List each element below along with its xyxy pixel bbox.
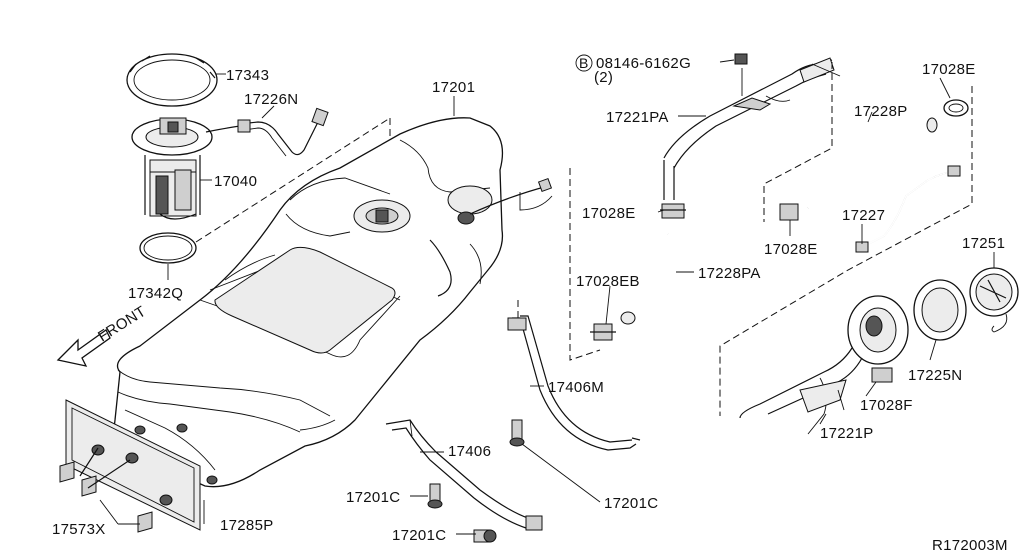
bolt-17201C: [427, 419, 525, 543]
diagram-reference: R172003M: [932, 537, 1008, 554]
label-17573X: 17573X: [52, 521, 106, 538]
label-17028E-lower: 17028E: [764, 241, 818, 258]
hose-17228PA: [620, 233, 675, 325]
bolt-marker: B: [579, 55, 588, 71]
label-17201C-c: 17201C: [392, 527, 446, 544]
label-bolt-qty: (2): [594, 69, 613, 86]
label-17028E-top: 17028E: [922, 61, 976, 78]
label-17226N: 17226N: [244, 91, 298, 108]
leader-lines: [99, 59, 995, 535]
fuel-pump-17040: [131, 117, 241, 220]
label-17201: 17201: [432, 79, 475, 96]
label-front: FRONT: [95, 303, 149, 346]
bolt-reference: B 08146-6162G (2): [575, 54, 691, 86]
label-17406: 17406: [448, 443, 491, 460]
clip-17573X: [59, 447, 153, 533]
gasket-17342Q: [139, 232, 197, 264]
label-17221P: 17221P: [820, 425, 874, 442]
label-bolt-code: 08146-6162G: [596, 55, 691, 72]
bolt-marker-circle: [575, 54, 593, 72]
label-17406M: 17406M: [548, 379, 604, 396]
ring-17225N: [913, 279, 967, 341]
front-arrow: [56, 329, 111, 367]
label-17040: 17040: [214, 173, 257, 190]
strap-17406M: [507, 300, 641, 451]
hose-17226N: [237, 107, 329, 157]
label-17343: 17343: [226, 67, 269, 84]
label-17221PA: 17221PA: [606, 109, 669, 126]
fuel-tank-17201: [113, 117, 553, 488]
fuel-cap-17251: [969, 267, 1019, 333]
clamp-17028E-right: [943, 99, 969, 117]
label-17028E-mid: 17028E: [582, 205, 636, 222]
label-17285P: 17285P: [220, 517, 274, 534]
label-17225N: 17225N: [908, 367, 962, 384]
label-17227: 17227: [842, 207, 885, 224]
leader-dash: [569, 168, 601, 361]
label-17228P: 17228P: [854, 103, 908, 120]
clamp-17028E-lower: [779, 203, 799, 221]
hose-17228P: [805, 117, 938, 212]
label-17201C-b: 17201C: [604, 495, 658, 512]
clamp-17028E-mid: [660, 203, 686, 219]
label-17028F: 17028F: [860, 397, 913, 414]
lock-ring-17343: [126, 53, 218, 107]
leader-dash: [763, 62, 833, 222]
clamp-17028F: [871, 367, 893, 383]
label-17201C-a: 17201C: [346, 489, 400, 506]
label-17228PA: 17228PA: [698, 265, 761, 282]
leader-dash: [195, 117, 391, 243]
label-17342Q: 17342Q: [128, 285, 183, 302]
heat-shield-17285P: [65, 399, 218, 531]
clamp-17028EB: [590, 323, 616, 341]
filler-tube-17221P: [739, 295, 909, 435]
leader-dash: [719, 86, 973, 416]
filler-tube-17221PA: [663, 53, 841, 200]
label-17251: 17251: [962, 235, 1005, 252]
label-17028EB: 17028EB: [576, 273, 640, 290]
hose-17227: [855, 165, 961, 253]
strap-17406: [385, 419, 543, 531]
